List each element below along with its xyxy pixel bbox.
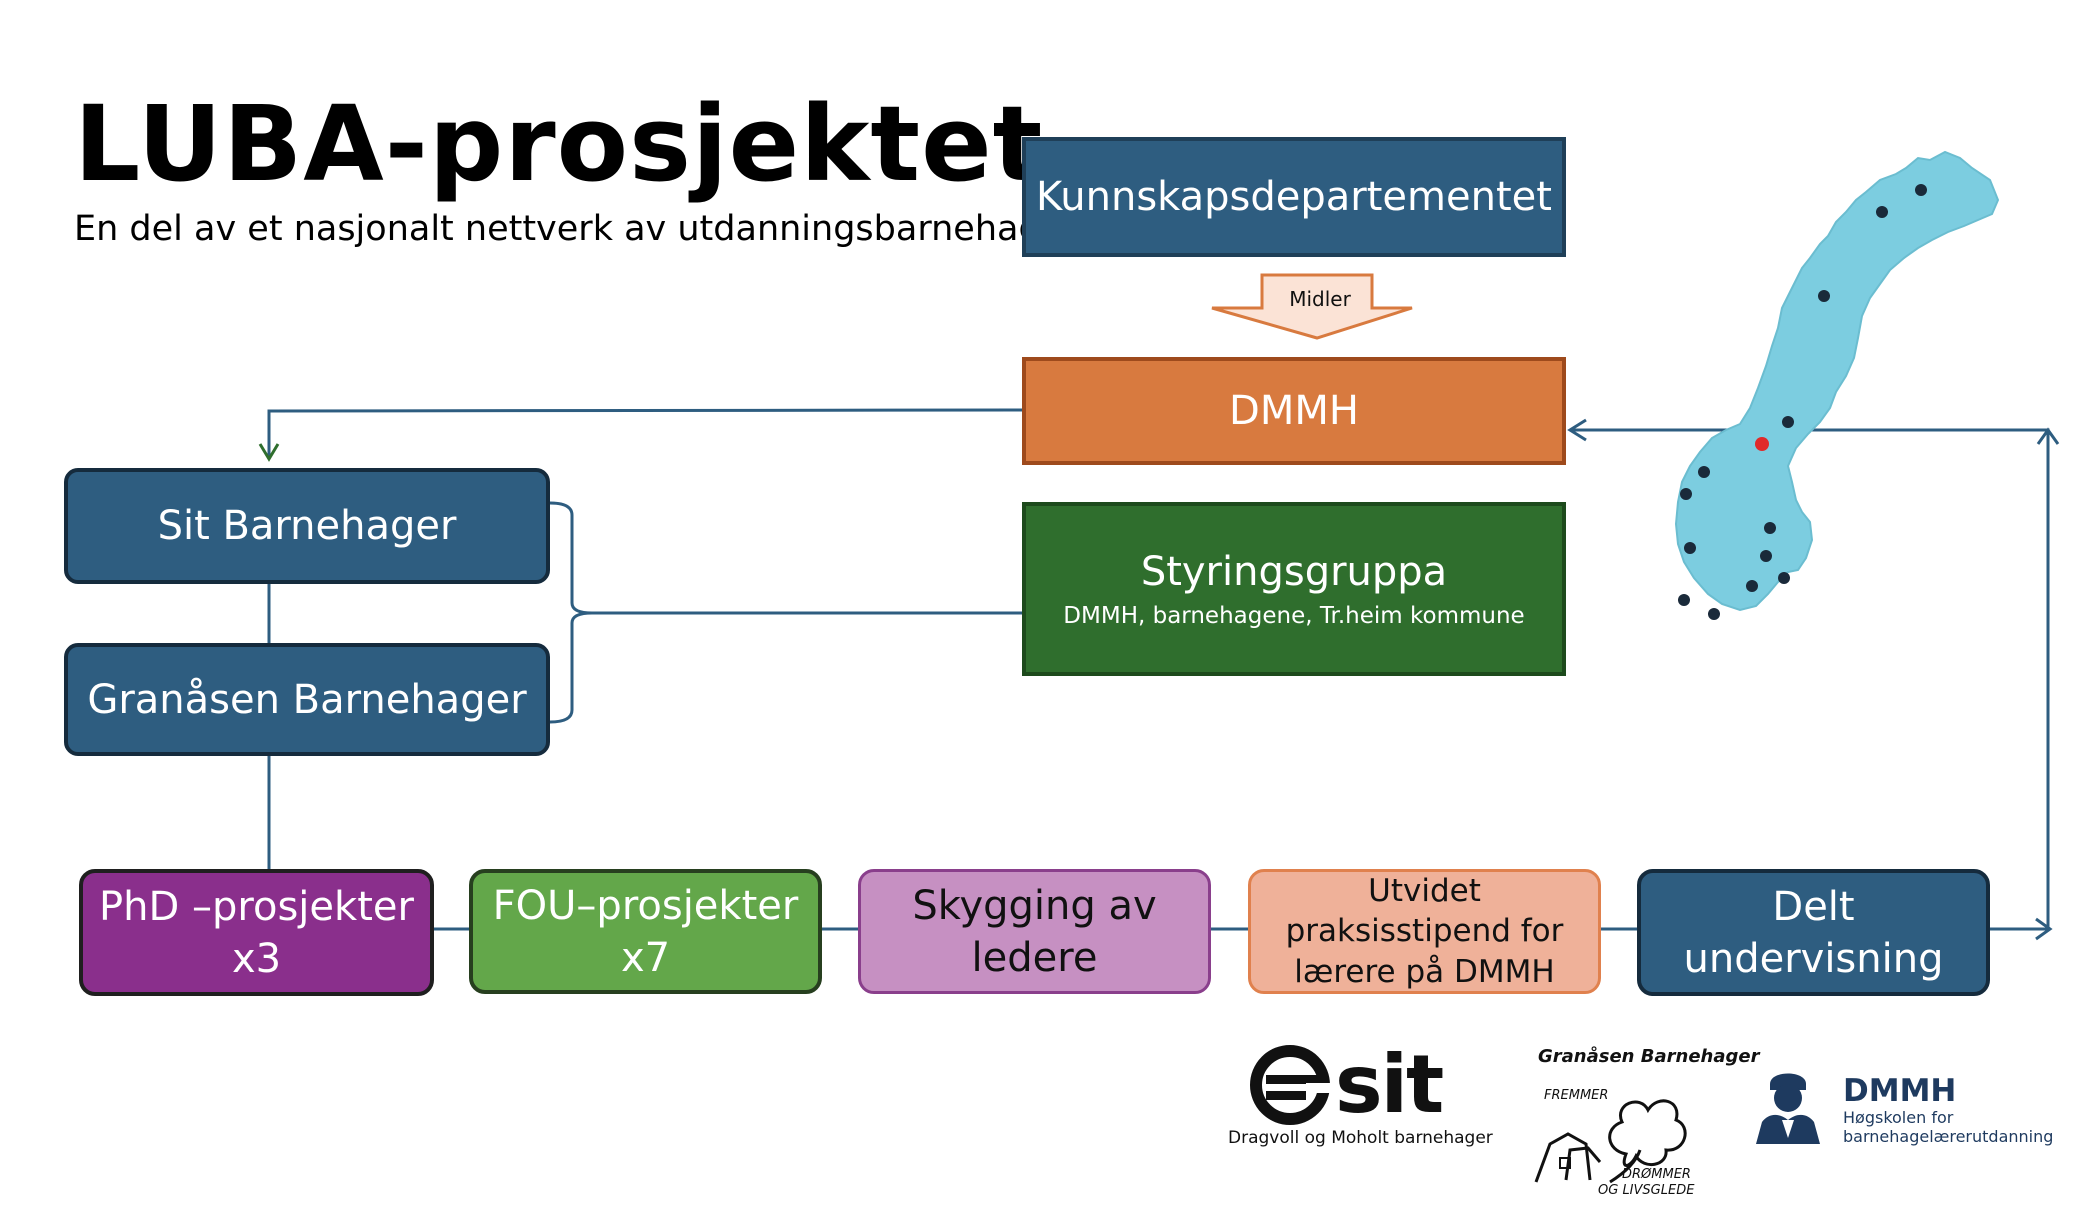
map-highlight-dot	[1755, 437, 1769, 451]
map-location-dots	[1678, 184, 1927, 620]
fou-label-line1: FOU–prosjekter	[492, 882, 799, 929]
sit-logo-subtitle: Dragvoll og Moholt barnehager	[1228, 1128, 1493, 1148]
map-dot	[1708, 608, 1720, 620]
map-dot	[1876, 206, 1888, 218]
loop-arrowhead-up	[2036, 427, 2060, 445]
utvidet-praksisstipend-box: Utvidet praksisstipend for lærere på DMM…	[1248, 869, 1601, 994]
map-dot	[1680, 488, 1692, 500]
dmmh-logo-icon	[1756, 1068, 1820, 1144]
styringsgruppa-members: DMMH, barnehagene, Tr.heim kommune	[1063, 603, 1525, 629]
dmmh-to-sit-arrowhead	[258, 443, 280, 462]
granasen-logo-icon	[1534, 1099, 1687, 1184]
map-dot	[1746, 580, 1758, 592]
bracket-connector	[549, 501, 593, 724]
map-dot	[1818, 290, 1830, 302]
granasen-logo-og-livsglede: OG LIVSGLEDE	[1598, 1183, 1695, 1198]
dmmh-arrowhead-left	[1567, 418, 1587, 442]
norway-map	[1674, 150, 2000, 620]
granasen-logo-fremmer: FREMMER	[1544, 1088, 1609, 1103]
sit-barnehager-label: Sit Barnehager	[157, 503, 457, 549]
norway-map-shape	[1674, 150, 2000, 612]
skygging-label-line2: ledere	[971, 934, 1098, 981]
map-dot	[1764, 522, 1776, 534]
sit-logo-icon	[1250, 1045, 1330, 1125]
styringsgruppa-label: Styringsgruppa	[1140, 549, 1448, 595]
delt-undervisning-box: Delt undervisning	[1637, 869, 1990, 996]
granasen-logo-drommer: DRØMMER	[1622, 1167, 1691, 1182]
delt-label-line2: undervisning	[1683, 935, 1944, 982]
dmmh-logo-subtitle-line1: Høgskolen for	[1843, 1108, 1954, 1127]
dmmh-label: DMMH	[1229, 388, 1359, 434]
granasen-barnehager-box: Granåsen Barnehager	[64, 643, 550, 756]
midler-arrow	[1211, 273, 1413, 340]
sit-barnehager-box: Sit Barnehager	[64, 468, 550, 584]
map-dot	[1778, 572, 1790, 584]
phd-label-line2: x3	[231, 935, 282, 982]
map-dot	[1760, 550, 1772, 562]
sit-logo-wordmark: sit	[1335, 1038, 1444, 1131]
granasen-logo-title: Granåsen Barnehager	[1538, 1046, 1760, 1067]
fou-label-line2: x7	[620, 934, 671, 981]
fou-prosjekter-box: FOU–prosjekter x7	[469, 869, 822, 994]
granasen-barnehager-label: Granåsen Barnehager	[87, 676, 527, 723]
utvidet-label-line1: Utvidet	[1368, 873, 1481, 910]
map-dot	[1698, 466, 1710, 478]
phd-prosjekter-box: PhD –prosjekter x3	[79, 869, 434, 996]
dmmh-logo-subtitle-line2: barnehagelærerutdanning	[1843, 1127, 2054, 1146]
page-subtitle: En del av et nasjonalt nettverk av utdan…	[74, 209, 1077, 249]
dmmh-logo-wordmark: DMMH	[1843, 1073, 1957, 1109]
midler-label: Midler	[1289, 287, 1351, 311]
kunnskapsdepartementet-label: Kunnskapsdepartementet	[1036, 174, 1552, 220]
map-dot	[1915, 184, 1927, 196]
phd-label-line1: PhD –prosjekter	[99, 883, 414, 930]
styringsgruppa-box: Styringsgruppa DMMH, barnehagene, Tr.hei…	[1022, 502, 1566, 676]
map-dot	[1678, 594, 1690, 606]
utvidet-label-line2: praksisstipend for	[1285, 913, 1564, 950]
dmmh-to-sit-connector	[267, 408, 1023, 458]
delt-arrowhead-right	[2035, 917, 2053, 941]
dmmh-box: DMMH	[1022, 357, 1566, 465]
page-title: LUBA-prosjektet	[74, 83, 1044, 205]
skygging-label-line1: Skygging av	[912, 882, 1157, 929]
utvidet-label-line3: lærere på DMMH	[1294, 953, 1555, 990]
kunnskapsdepartementet-box: Kunnskapsdepartementet	[1022, 137, 1566, 257]
delt-label-line1: Delt	[1772, 883, 1855, 930]
map-dot	[1684, 542, 1696, 554]
map-dot	[1782, 416, 1794, 428]
skygging-box: Skygging av ledere	[858, 869, 1211, 994]
